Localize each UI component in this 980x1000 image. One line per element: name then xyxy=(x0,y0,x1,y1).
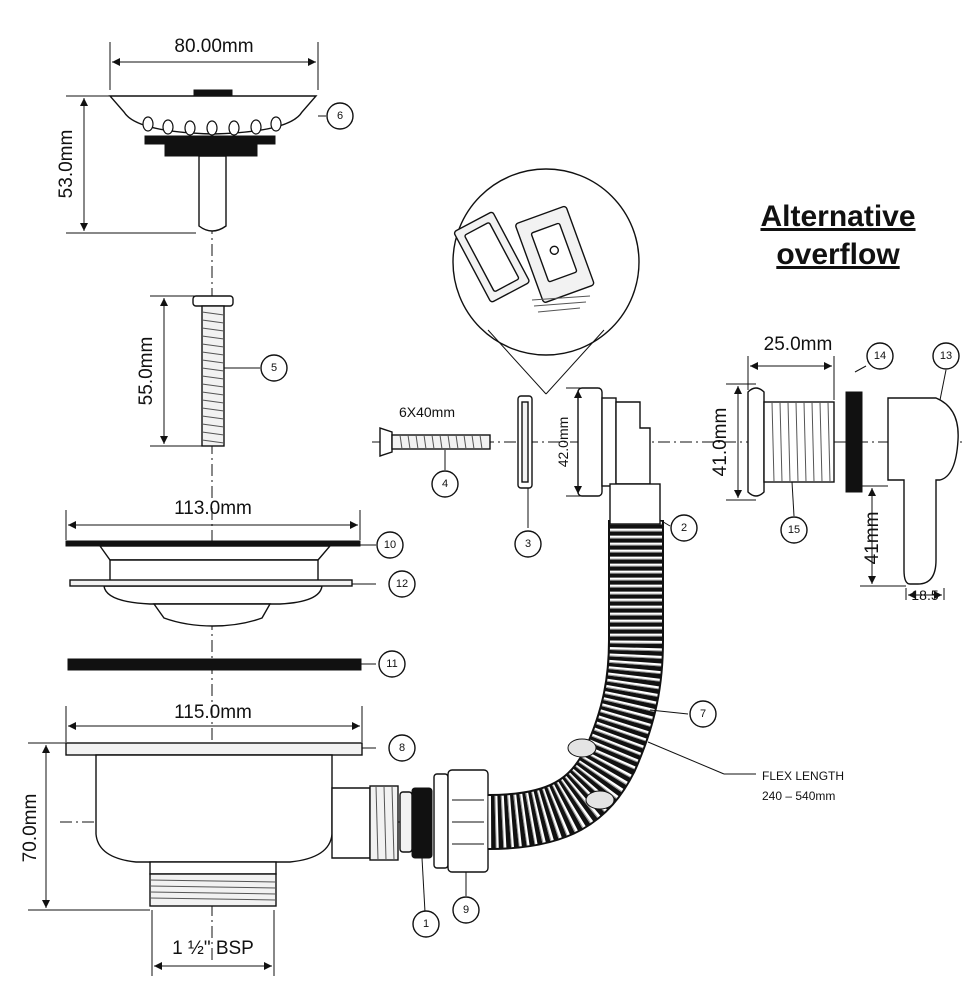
callout-11: 11 xyxy=(378,650,406,678)
callout-3: 3 xyxy=(514,530,542,558)
flexible-hose xyxy=(487,520,664,850)
callout-12: 12 xyxy=(388,570,416,598)
svg-text:4: 4 xyxy=(442,478,448,490)
body-height-dimension: 70.0mm xyxy=(20,742,150,911)
alt-face-height-dimension: 41.0mm xyxy=(710,383,756,501)
alternative-overflow-title-line1: Alternative xyxy=(760,200,916,233)
svg-text:14: 14 xyxy=(874,350,886,362)
alt-overflow-washer xyxy=(845,391,863,493)
flex-length-range: 240 – 540mm xyxy=(762,789,835,803)
overflow-outlet xyxy=(577,387,661,525)
callout-2: 2 xyxy=(670,514,698,542)
svg-text:2: 2 xyxy=(681,522,687,534)
callout-9: 9 xyxy=(452,896,480,924)
callout-5: 5 xyxy=(260,354,288,382)
overflow-plate xyxy=(517,395,533,489)
bolt-length-dimension: 55.0mm xyxy=(136,295,202,447)
alt-face-height-label: 41.0mm xyxy=(710,408,731,477)
callout-4: 4 xyxy=(431,470,459,498)
callout-8: 8 xyxy=(388,734,416,762)
flange-width-dimension: 113.0mm xyxy=(65,498,361,540)
alternative-overflow-title-line2: overflow xyxy=(776,238,900,271)
flange-plate xyxy=(65,540,361,627)
svg-text:1: 1 xyxy=(423,918,429,930)
alternative-overflow-title: Alternative overflow xyxy=(740,198,936,274)
svg-text:6: 6 xyxy=(337,110,343,122)
alt-drop-label: 41mm xyxy=(862,512,883,565)
alt-overflow-body xyxy=(887,397,959,585)
rubber-gasket xyxy=(67,658,362,671)
callout-leaders xyxy=(224,115,947,913)
outlet-washer xyxy=(399,787,433,859)
callout-1: 1 xyxy=(412,910,440,938)
strainer-height-dimension: 53.0mm xyxy=(56,95,196,234)
overflow-face-dimension: 42.0mm xyxy=(555,387,600,497)
flex-length-note: FLEX LENGTH 240 – 540mm xyxy=(647,741,844,803)
screw-size-label: 6X40mm xyxy=(399,404,455,420)
strainer-height-label: 53.0mm xyxy=(56,130,77,199)
bolt-length-label: 55.0mm xyxy=(136,337,157,406)
alt-depth-dimension: 18.5 xyxy=(905,587,945,603)
callout-14: 14 xyxy=(866,342,894,370)
thread-size-label: 1 ½" BSP xyxy=(172,938,254,959)
svg-text:5: 5 xyxy=(271,362,277,374)
overflow-detail-magnifier xyxy=(452,168,640,395)
svg-text:7: 7 xyxy=(700,708,706,720)
svg-text:9: 9 xyxy=(463,904,469,916)
strainer-width-dimension: 80.00mm xyxy=(109,36,319,90)
waste-body xyxy=(65,742,399,907)
svg-text:3: 3 xyxy=(525,538,531,550)
svg-text:13: 13 xyxy=(940,350,952,362)
thread-size-dimension: 1 ½" BSP xyxy=(151,910,275,976)
connecting-bolt xyxy=(192,295,234,447)
svg-text:10: 10 xyxy=(384,539,396,551)
body-width-label: 115.0mm xyxy=(174,702,252,723)
alt-drop-dimension: 41mm xyxy=(860,485,906,587)
callout-6: 6 xyxy=(326,102,354,130)
callout-10: 10 xyxy=(376,531,404,559)
overflow-screw: 6X40mm xyxy=(379,404,491,457)
svg-text:8: 8 xyxy=(399,742,405,754)
alt-overflow-face xyxy=(747,387,835,497)
flex-length-label: FLEX LENGTH xyxy=(762,769,844,783)
callout-7: 7 xyxy=(689,700,717,728)
body-width-dimension: 115.0mm xyxy=(65,702,363,742)
alt-thread-length-label: 25.0mm xyxy=(764,334,833,355)
svg-text:15: 15 xyxy=(788,524,800,536)
flange-width-label: 113.0mm xyxy=(174,498,252,519)
strainer-width-label: 80.00mm xyxy=(174,36,253,57)
overflow-face-label: 42.0mm xyxy=(555,417,571,468)
alt-depth-label: 18.5 xyxy=(911,587,938,603)
body-height-label: 70.0mm xyxy=(20,794,41,863)
strainer-basket xyxy=(108,89,318,232)
svg-text:12: 12 xyxy=(396,578,408,590)
union-nut xyxy=(433,769,489,873)
svg-text:11: 11 xyxy=(386,658,397,670)
callout-13: 13 xyxy=(932,342,960,370)
callout-15: 15 xyxy=(780,516,808,544)
alt-thread-length-dimension: 25.0mm xyxy=(747,334,835,400)
